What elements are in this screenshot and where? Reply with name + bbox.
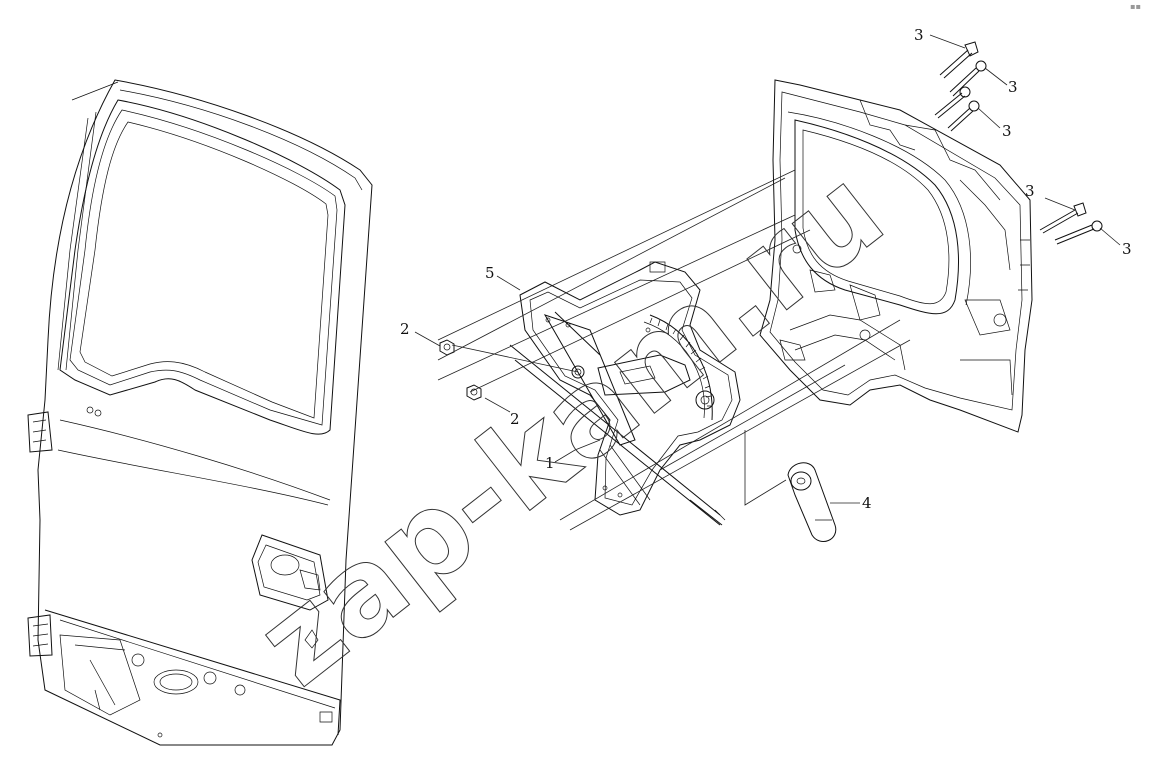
watermark: zap-kam.ru xyxy=(232,142,908,712)
callout-3-d-label: 3 xyxy=(1025,182,1035,200)
bolt-6 xyxy=(1054,220,1103,245)
callout-3-a-label: 3 xyxy=(914,26,924,44)
callout-5: 5 xyxy=(485,264,521,291)
callout-3-d: 3 xyxy=(1025,182,1076,211)
callout-2-lower: 2 xyxy=(484,397,520,428)
callout-1: 1 xyxy=(545,439,601,472)
callout-3-e: 3 xyxy=(1099,227,1132,258)
door-inner-panel xyxy=(759,79,1033,433)
callout-4-label: 4 xyxy=(862,494,872,512)
callout-3-c-label: 3 xyxy=(1002,122,1012,140)
callout-3-b: 3 xyxy=(984,67,1018,96)
bolt-2 xyxy=(949,60,987,97)
callout-2-upper-label: 2 xyxy=(400,320,410,338)
door-shell xyxy=(27,79,373,746)
assembly-lines xyxy=(437,169,911,531)
callout-3-c: 3 xyxy=(977,107,1012,140)
callout-3-b-label: 3 xyxy=(1008,78,1018,96)
window-regulator xyxy=(509,261,741,526)
bolt-3 xyxy=(934,86,971,119)
bolt-1 xyxy=(939,41,979,79)
nut-lower xyxy=(466,384,482,401)
callout-1-label: 1 xyxy=(545,454,555,472)
callout-3-a: 3 xyxy=(914,26,966,49)
callout-3-e-label: 3 xyxy=(1122,240,1132,258)
callout-2-upper: 2 xyxy=(400,320,441,347)
bolt-4 xyxy=(947,100,980,132)
callout-2-lower-label: 2 xyxy=(510,410,520,428)
bolt-5 xyxy=(1039,202,1087,234)
corner-mark: ▪▪ xyxy=(1130,2,1141,11)
callout-5-label: 5 xyxy=(485,264,495,282)
window-crank-handle xyxy=(787,462,837,543)
callout-4: 4 xyxy=(830,494,872,512)
